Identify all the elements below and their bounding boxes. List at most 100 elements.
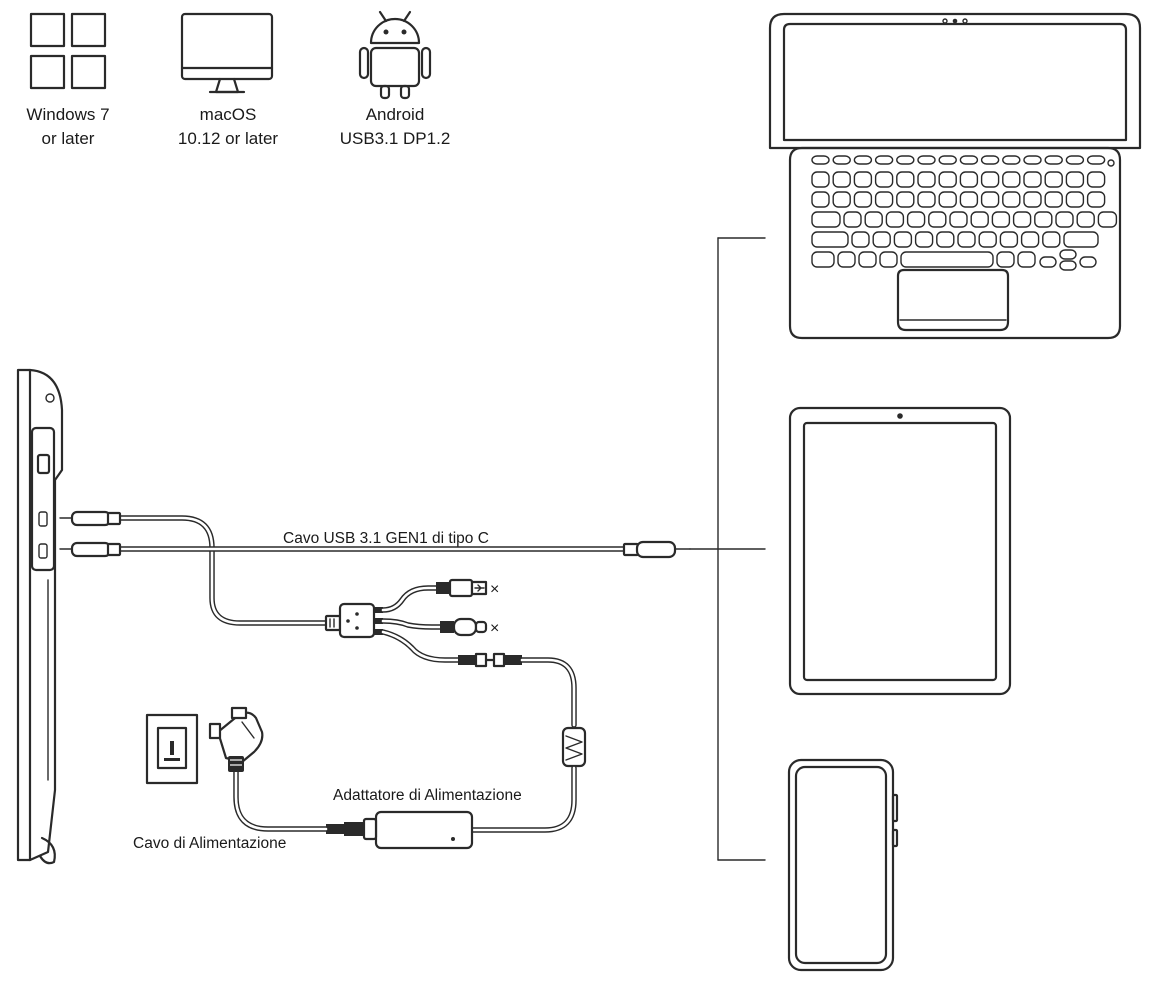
keyboard-key [900,251,994,268]
device-bracket [689,237,766,861]
keyboard-key [896,155,915,165]
keyboard-key [1063,231,1099,248]
keyboard-key [938,191,957,208]
keyboard-key [980,191,1000,208]
keyboard-key [811,171,830,188]
keyboard-key [811,155,830,165]
keyboard-key [1065,171,1085,188]
keyboard-key [949,211,968,228]
monitor-icon [180,12,274,94]
power-cable-label: Cavo di Alimentazione [133,835,286,852]
keyboard-key [843,211,862,228]
windows-icon [29,12,107,90]
keyboard-key [896,171,915,188]
usb-a-branch [380,578,488,613]
keyboard-key [959,171,979,188]
keyboard-key [1079,256,1097,268]
keyboard-key [853,155,873,165]
os-android-line2: USB3.1 DP1.2 [340,129,451,148]
keyboard-key [938,171,957,188]
keyboard-key [970,211,989,228]
power-cable [233,767,378,841]
unused-marker-usb-c: × [490,620,499,637]
keyboard-key [1017,251,1036,268]
keyboard-key [906,211,926,228]
keyboard-key [917,171,936,188]
keyboard-key [1023,171,1042,188]
keyboard-key [874,155,894,165]
keyboard-key [1044,191,1063,208]
laptop-icon [768,12,1142,340]
keyboard-key [864,211,883,228]
keyboard-key [1002,191,1021,208]
usb-c-main-cable [59,540,691,559]
keyboard-key [811,251,835,268]
keyboard-key [959,191,979,208]
keyboard-key [1002,171,1021,188]
keyboard-key [1039,256,1057,268]
usb-cable-label: Cavo USB 3.1 GEN1 di tipo C [283,530,489,547]
keyboard-key [1012,211,1032,228]
keyboard-key [837,251,856,268]
wall-socket-icon [145,713,199,785]
keyboard-key [959,155,979,165]
unused-marker-usb-a: × [490,581,499,598]
keyboard-key [996,251,1015,268]
keyboard-key [1065,191,1085,208]
keyboard-key [1042,231,1061,248]
usb-c-branch [380,617,488,637]
keyboard-key [1086,155,1106,165]
keyboard-key [872,231,891,248]
keyboard-key [928,211,947,228]
smartphone-icon [787,758,899,972]
keyboard-key [1034,211,1053,228]
keyboard-key [1059,260,1077,271]
keyboard-key [938,155,957,165]
keyboard-key [1020,231,1040,248]
keyboard-key [1076,211,1095,228]
dc-power-branch [380,629,587,833]
keyboard-key [991,211,1011,228]
keyboard-key [853,191,873,208]
keyboard-key [811,191,830,208]
keyboard-key [980,155,1000,165]
keyboard-key [832,191,851,208]
keyboard-key [936,231,955,248]
keyboard-key [917,155,936,165]
cable-hub-icon [324,602,383,639]
keyboard-key [858,251,877,268]
keyboard-key [1097,211,1118,228]
keyboard-key [851,231,870,248]
keyboard-key [893,231,913,248]
keyboard-key [980,171,1000,188]
keyboard-key [811,211,841,228]
keyboard-key [1044,155,1063,165]
keyboard-key [879,251,898,268]
hub-usb-c-cable [59,510,333,626]
keyboard-key [914,231,934,248]
keyboard-key [978,231,997,248]
keyboard-key [1023,191,1042,208]
keyboard-key [1055,211,1074,228]
keyboard-key [1023,155,1042,165]
keyboard-key [957,231,976,248]
keyboard-key [874,171,894,188]
keyboard-key [832,155,851,165]
uk-plug-icon [208,706,264,772]
keyboard-key [832,171,851,188]
pen-display-icon [16,368,64,865]
power-adapter-label: Adattatore di Alimentazione [333,787,522,804]
keyboard-key [874,191,894,208]
keyboard-key [1002,155,1021,165]
keyboard-key [1086,191,1106,208]
tablet-icon [788,406,1012,696]
power-adapter-icon [374,810,474,850]
keyboard-key [1065,155,1085,165]
os-windows-line1: Windows 7 [26,105,109,124]
os-macos-line2: 10.12 or later [178,129,279,148]
os-android-line1: Android [366,105,425,124]
keyboard-key [896,191,915,208]
keyboard-key [885,211,905,228]
keyboard-key [1044,171,1063,188]
